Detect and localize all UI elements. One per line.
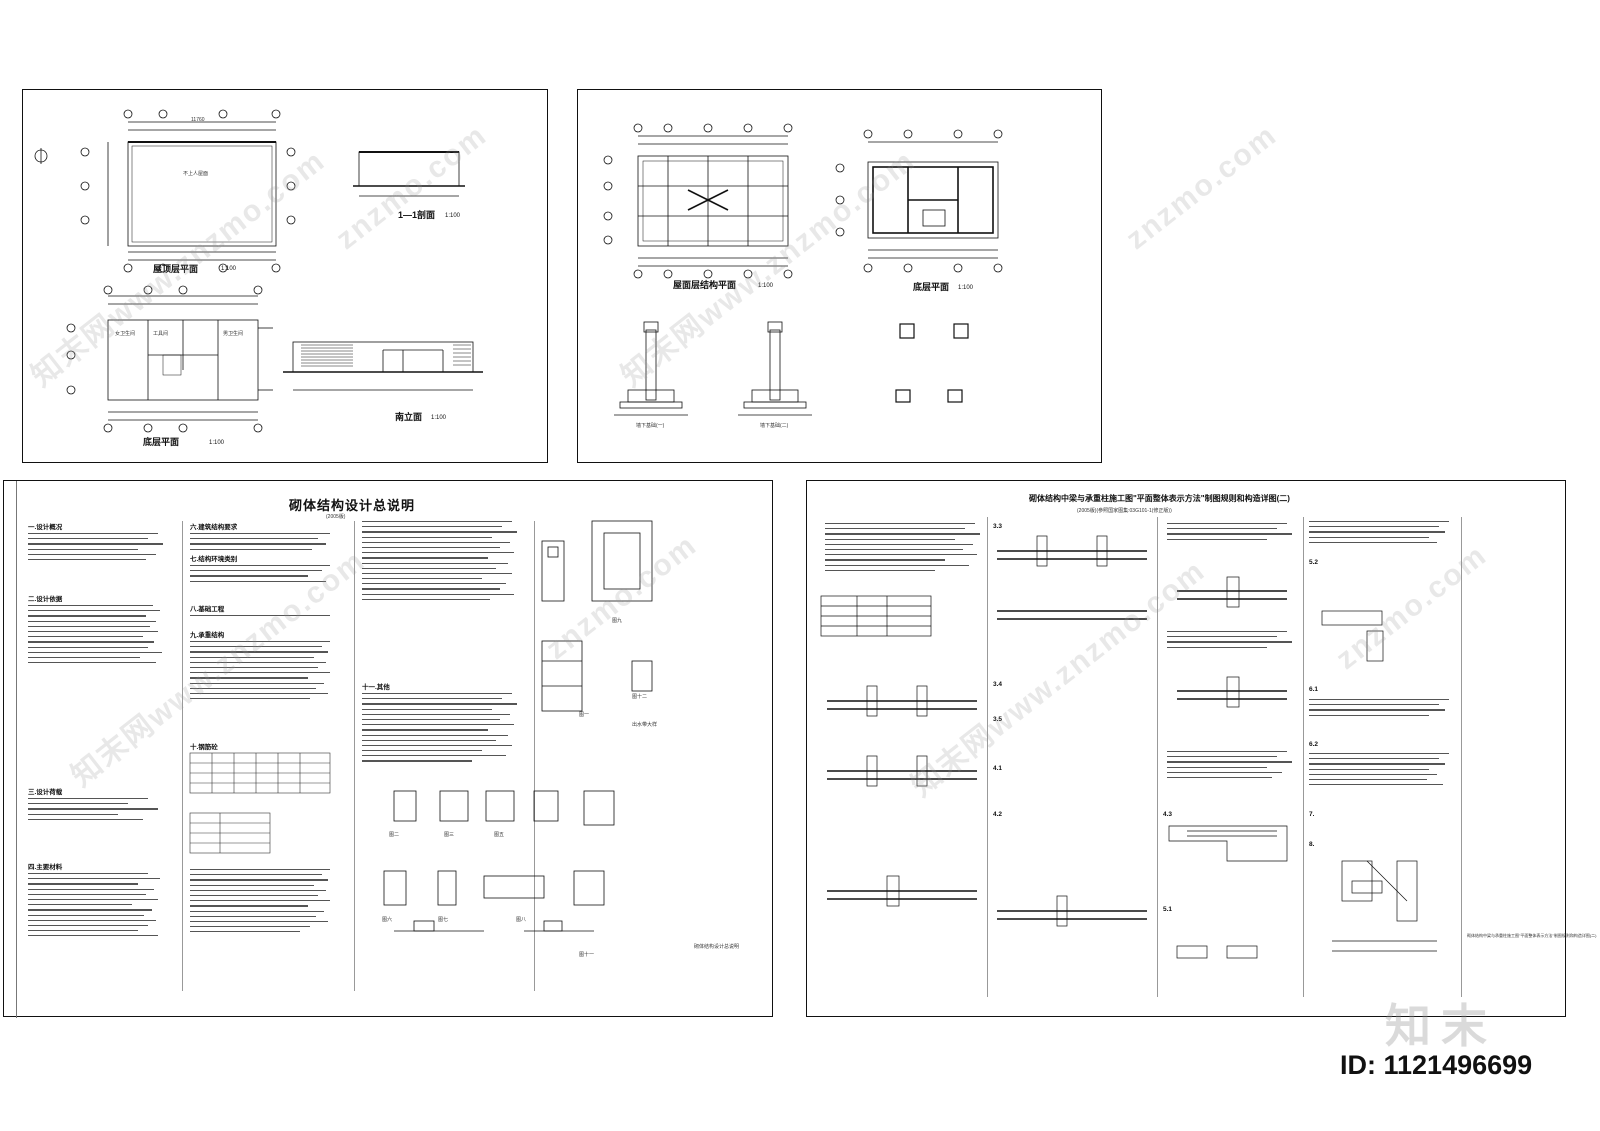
rules-section-3-3: 3.3	[993, 523, 1003, 530]
notes-section-6: 六.建筑结构要求	[190, 524, 238, 531]
notes-section-4: 四.主要材料	[28, 864, 63, 871]
notes-section-7: 七.结构环境类别	[190, 556, 238, 563]
notes-section-2: 二.设计依据	[28, 596, 63, 603]
fig-label-2: 图二	[389, 832, 400, 838]
rules-section-8: 8.	[1309, 841, 1315, 848]
notes-edition: (2005版)	[326, 514, 346, 520]
fig-label-3: 图三	[444, 832, 455, 838]
rules-section-4-1: 4.1	[993, 765, 1003, 772]
rules-subtitle: (2005版)(参照国家图集:03G101-1(修正版))	[1077, 508, 1172, 514]
footing-1-label: 墙下基础(一)	[636, 423, 665, 429]
drawing-sheet-structure-plan: 屋面层结构平面 1:100 底层平面 1:100 墙下基础(一) 墙下基础(二)	[577, 89, 1102, 463]
ground-level-scale: 1:100	[958, 285, 974, 291]
drawing-sheet-architectural: 11760 不上人屋面 屋顶层平面 1:100 1—1剖面 1:100 女卫生间…	[22, 89, 548, 463]
section-scale: 1:100	[445, 213, 461, 219]
roof-note: 不上人屋面	[183, 171, 209, 177]
notes-section-8: 八.基础工程	[190, 606, 225, 613]
rules-section-3-4: 3.4	[993, 681, 1003, 688]
dimension-total: 11760	[191, 117, 205, 123]
room-label-men: 男卫生间	[223, 331, 244, 337]
notes-section-1: 一.设计概况	[28, 524, 63, 531]
rules-footer: 砌体结构中梁与承重柱施工图"平面整体表示方法"制图规则和构造详图(二)	[1467, 933, 1597, 938]
rules-section-4-3: 4.3	[1163, 811, 1173, 818]
rules-section-5-2: 5.2	[1309, 559, 1319, 566]
south-elevation-title: 南立面	[395, 412, 423, 422]
rules-title: 砌体结构中梁与承重柱施工图"平面整体表示方法"制图规则和构造详图(二)	[1029, 494, 1290, 503]
rules-section-6-2: 6.2	[1309, 741, 1319, 748]
ground-level-title: 底层平面	[913, 282, 950, 292]
notes-section-11: 十一.其他	[362, 684, 390, 691]
rules-section-6-1: 6.1	[1309, 686, 1319, 693]
notes-section-9: 九.承重结构	[190, 632, 225, 639]
fig-label-6: 图七	[438, 917, 449, 923]
fig-label-1: 图一	[579, 712, 590, 718]
notes-detail-figures	[541, 520, 653, 712]
brand-watermark: 知末	[1385, 1000, 1497, 1052]
notes-title: 砌体结构设计总说明	[289, 498, 416, 513]
notes-section-10: 十.钢筋砼	[190, 744, 218, 751]
ground-plan-scale: 1:100	[209, 440, 225, 446]
roof-plan-drawing	[34, 109, 483, 433]
notes-footer: 砌体结构设计总说明	[694, 944, 740, 950]
section-title: 1—1剖面	[398, 210, 436, 220]
drawing-sheet-beam-rules: 砌体结构中梁与承重柱施工图"平面整体表示方法"制图规则和构造详图(二) (200…	[806, 480, 1597, 1017]
fig-label-4: 图五	[494, 832, 505, 838]
roof-structure-scale: 1:100	[758, 283, 774, 289]
fig-label-8: 图十一	[579, 952, 595, 958]
south-elevation-scale: 1:100	[431, 415, 447, 421]
fig-label-5: 图六	[382, 917, 393, 923]
notes-section-3: 三.设计荷载	[28, 789, 63, 796]
beam-rule-details	[820, 535, 1437, 959]
drawing-sheet-masonry-notes: 砌体结构设计总说明 (2005版) 一.设计概况 二.设计依据 三.设计荷载 四…	[3, 480, 773, 1018]
lintel-figures	[383, 790, 615, 932]
fig-label-outlet: 出水带大样	[632, 722, 658, 728]
room-label-women: 女卫生间	[115, 331, 136, 337]
roof-structure-title: 屋面层结构平面	[673, 280, 737, 290]
rules-section-3-5: 3.5	[993, 716, 1003, 723]
rules-section-4-2: 4.2	[993, 811, 1003, 818]
fig-label-7: 图八	[516, 917, 527, 923]
room-label-tools: 工具间	[153, 331, 169, 337]
watermark-site-2: znzmo.com	[1120, 118, 1284, 257]
roof-plan-scale: 1:100	[221, 266, 237, 272]
fig-label-9: 图九	[612, 618, 623, 624]
footing-2-label: 墙下基础(二)	[760, 423, 789, 429]
notes-table	[189, 752, 331, 854]
ground-plan-title: 底层平面	[143, 437, 180, 447]
rules-section-7: 7.	[1309, 811, 1315, 818]
structure-plan-drawing	[603, 123, 1003, 416]
fig-label-12: 图十二	[632, 694, 648, 700]
image-id-label: ID: 1121496699	[1340, 1050, 1533, 1080]
roof-plan-title: 屋顶层平面	[153, 264, 199, 274]
rules-section-5-1: 5.1	[1163, 906, 1173, 913]
